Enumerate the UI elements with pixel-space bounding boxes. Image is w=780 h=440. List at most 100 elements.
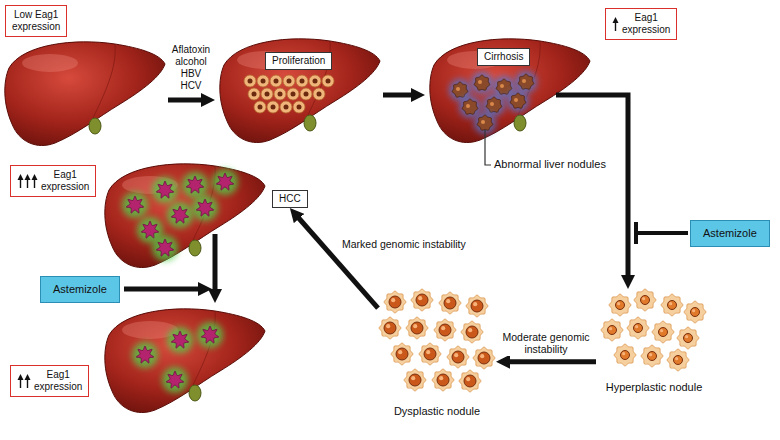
dysplastic-cell <box>411 289 433 311</box>
cell-nucleus <box>317 92 322 97</box>
box-text: Low Eag1 expression <box>12 9 60 33</box>
tumour-body <box>186 176 204 193</box>
nodule-body <box>462 99 478 114</box>
arrow-head <box>25 174 31 180</box>
nodule-halo <box>459 96 481 118</box>
nucleus-highlight <box>398 350 402 354</box>
nucleus-highlight <box>480 354 484 358</box>
cell-body <box>439 292 461 314</box>
nucleus-highlight <box>468 328 472 332</box>
tumour-body <box>141 221 159 238</box>
tumour-body <box>196 199 214 216</box>
cell-body <box>391 343 413 365</box>
tumour <box>182 172 208 198</box>
dysplastic-cell <box>473 347 495 369</box>
cell-nucleus <box>287 79 292 84</box>
drug-box: Astemizole <box>40 276 120 303</box>
cell-body <box>384 291 406 313</box>
cell-nucleus <box>396 348 408 360</box>
box-text: Astemizole <box>53 283 107 296</box>
treatment-arrow <box>213 234 218 296</box>
hyperplastic-cell <box>677 327 699 349</box>
cell-body <box>257 75 269 87</box>
box-text: Eag1 expression <box>622 12 670 36</box>
cell-nucleus <box>278 92 283 97</box>
proliferating-cell <box>300 88 312 100</box>
cell-body <box>274 88 286 100</box>
cell-nucleus <box>326 79 331 84</box>
nucleus-highlight <box>649 353 652 356</box>
hyperplastic-cell <box>652 321 674 343</box>
cell-body <box>684 301 706 323</box>
tumour-halo <box>122 192 148 218</box>
tumour <box>162 367 188 393</box>
cell-nucleus <box>291 92 296 97</box>
cell-body <box>627 317 649 339</box>
cell-nucleus <box>313 79 318 84</box>
cell-body <box>309 75 321 87</box>
cell-body <box>634 289 656 311</box>
box-text: Proliferation <box>272 55 325 67</box>
cell-body <box>601 319 623 341</box>
tumour-body <box>171 206 189 223</box>
cell-nucleus <box>409 374 421 386</box>
cell-nucleus <box>437 374 449 386</box>
tumour-halo <box>182 172 208 198</box>
cell-nucleus <box>416 294 428 306</box>
cell-nucleus <box>668 301 677 310</box>
expression-box: Eag1 expression <box>10 165 96 197</box>
increase-arrow <box>17 173 38 189</box>
nodule-spot <box>490 102 494 106</box>
nucleus-highlight <box>635 325 638 328</box>
nodule-body <box>452 82 468 97</box>
cell-body <box>254 101 266 113</box>
tumour <box>197 322 223 348</box>
dysplastic-cell <box>384 291 406 313</box>
arrow-head <box>32 174 38 180</box>
nucleus-highlight <box>622 352 625 355</box>
nodule-body <box>477 115 493 130</box>
cell-nucleus <box>248 79 253 84</box>
cell-nucleus <box>478 352 490 364</box>
cell-nucleus <box>271 105 276 110</box>
proliferating-cell <box>257 75 269 87</box>
tumour <box>192 195 218 221</box>
cell-nucleus <box>466 326 478 338</box>
cell-nucleus <box>297 105 302 110</box>
inhibition-line <box>636 231 688 235</box>
cell-nucleus <box>608 326 617 335</box>
cell-body <box>293 101 305 113</box>
stage-box: HCC <box>272 190 308 208</box>
tumour <box>167 327 193 353</box>
tumour-halo <box>162 367 188 393</box>
nodule-body <box>474 75 490 90</box>
dysplastic-cell <box>419 343 441 365</box>
edge-label: Moderate genomic instability <box>496 331 596 356</box>
cell-nucleus <box>641 296 650 305</box>
progression-arrow <box>294 213 378 308</box>
cell-body <box>473 347 495 369</box>
cell-body <box>459 370 481 392</box>
cell-body <box>296 75 308 87</box>
drug-box: Astemizole <box>690 220 770 247</box>
cell-nucleus <box>411 322 423 334</box>
tumour-halo <box>132 342 158 368</box>
tumour-body <box>126 196 144 213</box>
tumour-halo <box>192 195 218 221</box>
tumour-body <box>136 346 154 363</box>
cell-nucleus <box>444 297 456 309</box>
tumour-halo <box>197 322 223 348</box>
liver-nodule <box>507 90 529 112</box>
proliferating-cell <box>287 88 299 100</box>
dysplastic-cell <box>406 317 428 339</box>
cell-body <box>280 101 292 113</box>
nodule-halo <box>515 71 537 93</box>
tumour <box>212 169 238 195</box>
cell-body <box>322 75 334 87</box>
cell-body <box>270 75 282 87</box>
hyperplastic-cell <box>667 349 689 371</box>
progression-arrow <box>383 93 418 98</box>
proliferating-cell <box>313 88 325 100</box>
proliferating-cell <box>322 75 334 87</box>
